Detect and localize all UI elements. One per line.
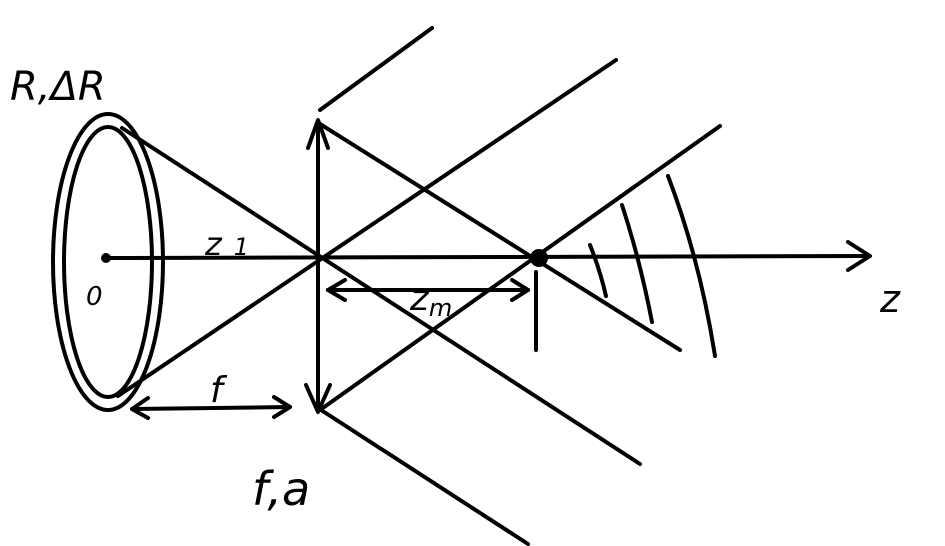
f-arrow-right [272,395,292,419]
ray-lens-top-to-focus [318,122,682,352]
hatch-2 [620,203,654,324]
ring-inner [62,125,154,399]
axis-label: z [879,277,901,321]
ray-bottom-parallel [316,406,530,546]
ring-outer [51,112,165,412]
z-axis-arrowhead [846,240,872,272]
ray-bottom-through-center [116,58,618,398]
hatch-3 [666,174,717,358]
z-axis [104,254,870,260]
zm-arrow-right [510,278,530,302]
focus-dot [530,249,548,267]
ray-top-through-center [120,126,642,466]
f-arrow-left [130,396,150,420]
origin-label: 0 [86,282,103,312]
hatch-1 [588,243,608,298]
focal-distance-label: f [210,370,228,411]
zm-arrow-left [326,278,347,302]
lens-top-arrow [306,118,330,150]
lens-bottom-arrow [304,383,332,414]
zm-label: zm [409,278,452,322]
ray-lens-bottom-to-focus [318,124,722,412]
ray-top-parallel [318,26,434,112]
lens-label: f,a [252,462,310,516]
source-label: R,ΔR [10,64,106,110]
f-dimension [130,405,292,411]
